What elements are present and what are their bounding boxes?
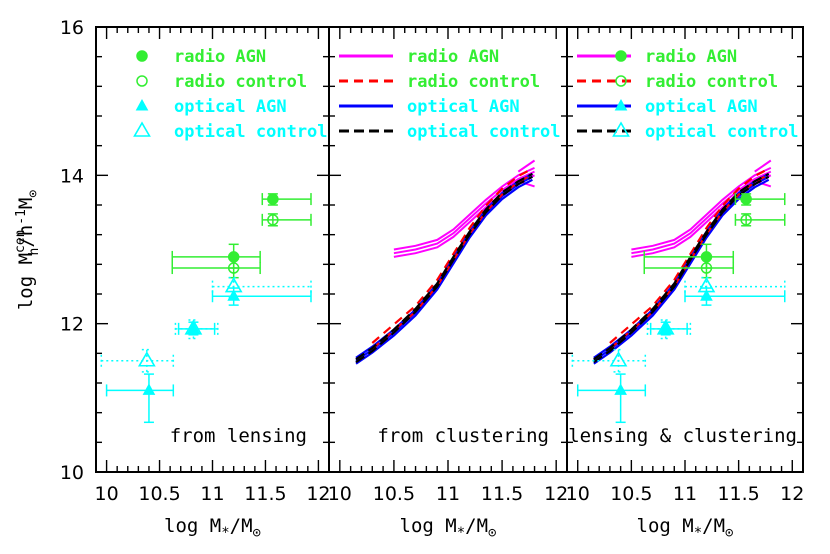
data-point bbox=[649, 321, 688, 336]
curve-optical-control bbox=[355, 175, 533, 364]
panel-label: from lensing bbox=[170, 425, 307, 447]
x-tick-label: 10 bbox=[94, 483, 118, 505]
x-tick-label: 11.5 bbox=[481, 483, 523, 505]
x-tick-label: 12 bbox=[544, 483, 568, 505]
curve-radio-agn bbox=[393, 170, 535, 255]
x-tick-label: 10.5 bbox=[138, 483, 180, 505]
legend-label: radio AGN bbox=[645, 47, 737, 67]
curve-optical-control bbox=[355, 172, 533, 361]
curve-radio-agn bbox=[517, 159, 536, 173]
marker-open-circle bbox=[267, 214, 279, 226]
legend-label: optical control bbox=[645, 122, 799, 142]
marker-open-triangle bbox=[133, 121, 151, 137]
data-point bbox=[171, 258, 261, 279]
marker-open-circle bbox=[740, 214, 752, 226]
legend-label: optical control bbox=[407, 122, 561, 142]
x-axis-label: log M*/M⊙ bbox=[164, 515, 262, 541]
legend-label: optical control bbox=[174, 122, 328, 142]
data-point bbox=[734, 213, 786, 227]
curve-optical-control bbox=[593, 175, 770, 364]
data-point bbox=[643, 258, 735, 279]
marker-filled-triangle bbox=[614, 98, 628, 111]
curve-radio-agn bbox=[631, 170, 772, 255]
legend-label: radio AGN bbox=[407, 47, 499, 67]
data-point bbox=[211, 287, 312, 306]
data-layer bbox=[100, 50, 786, 424]
legend-label: optical AGN bbox=[174, 97, 287, 117]
data-point bbox=[177, 321, 216, 336]
data-point bbox=[684, 287, 786, 306]
marker-filled-circle bbox=[615, 50, 627, 62]
data-point bbox=[684, 276, 786, 299]
curve-radio-agn bbox=[754, 159, 772, 173]
marker-filled-triangle bbox=[135, 98, 149, 111]
x-axis-label: log M*/M⊙ bbox=[400, 515, 498, 541]
x-tick-label: 10 bbox=[566, 483, 590, 505]
data-point bbox=[105, 373, 175, 424]
marker-open-triangle bbox=[609, 351, 628, 367]
x-tick-label: 11 bbox=[200, 483, 224, 505]
x-tick-label: 12 bbox=[780, 483, 804, 505]
marker-filled-triangle bbox=[700, 289, 713, 301]
curve-optical-agn bbox=[355, 175, 533, 362]
panel-frame bbox=[566, 26, 804, 473]
marker-filled-triangle bbox=[659, 321, 673, 334]
data-point bbox=[576, 373, 647, 424]
marker-open-triangle bbox=[137, 351, 156, 367]
marker-filled-circle bbox=[136, 50, 148, 62]
data-point bbox=[261, 213, 312, 227]
data-point bbox=[100, 348, 175, 373]
x-tick-label: 11.5 bbox=[244, 483, 286, 505]
x-axis-label: log M*/M⊙ bbox=[637, 515, 735, 541]
y-tick-label: 12 bbox=[60, 314, 84, 336]
x-tick-label: 10 bbox=[328, 483, 352, 505]
marker-open-triangle bbox=[612, 121, 630, 137]
x-tick-label: 11 bbox=[436, 483, 460, 505]
data-point bbox=[734, 193, 786, 206]
data-point bbox=[171, 243, 261, 269]
x-tick-label: 11 bbox=[673, 483, 697, 505]
x-tick-label: 12 bbox=[306, 483, 330, 505]
marker-filled-triangle bbox=[614, 383, 627, 395]
curve-radio-control bbox=[371, 167, 533, 344]
marker-filled-triangle bbox=[227, 289, 241, 301]
marker-open-circle bbox=[615, 75, 627, 87]
y-tick-label: 10 bbox=[60, 462, 84, 484]
marker-filled-circle bbox=[740, 193, 752, 205]
data-point bbox=[261, 193, 312, 206]
data-point bbox=[571, 348, 647, 373]
marker-open-circle bbox=[700, 262, 713, 274]
frame-layer bbox=[95, 26, 804, 473]
legend-label: optical AGN bbox=[407, 97, 520, 117]
legend-label: radio control bbox=[407, 72, 540, 92]
panel-label: from clustering bbox=[377, 425, 549, 447]
marker-open-circle bbox=[227, 262, 240, 274]
marker-filled-triangle bbox=[142, 383, 156, 395]
marker-filled-circle bbox=[267, 193, 279, 205]
panel-frame bbox=[95, 26, 330, 473]
panel-frame bbox=[328, 26, 568, 473]
y-tick-label: 16 bbox=[60, 17, 84, 39]
legend-label: radio control bbox=[645, 72, 778, 92]
y-axis-label: log Mcenh/h-1M⊙ bbox=[13, 190, 42, 311]
legend-label: radio control bbox=[174, 72, 307, 92]
legend-label: optical AGN bbox=[645, 97, 758, 117]
curve-optical-agn bbox=[355, 172, 533, 359]
x-tick-label: 10.5 bbox=[610, 483, 652, 505]
curve-optical-agn bbox=[355, 178, 533, 365]
panel-label: lensing & clustering bbox=[568, 425, 797, 447]
legend-label: radio AGN bbox=[174, 47, 266, 67]
marker-open-circle bbox=[136, 75, 148, 87]
y-tick-label: 14 bbox=[60, 165, 84, 187]
x-tick-label: 11.5 bbox=[717, 483, 759, 505]
x-tick-label: 10.5 bbox=[373, 483, 415, 505]
marker-filled-triangle bbox=[187, 321, 200, 334]
curve-radio-control bbox=[609, 167, 770, 344]
data-point bbox=[211, 276, 312, 299]
